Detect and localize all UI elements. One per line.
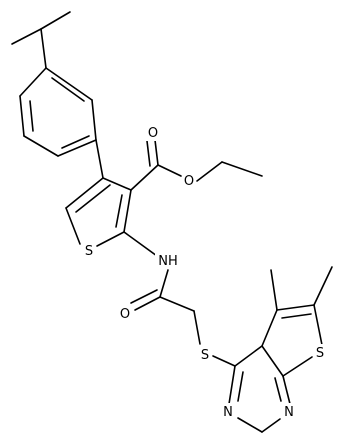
thiophene-ring (65, 177, 132, 247)
phenyl-ring (19, 67, 97, 157)
fused-thiophene-sulfur-label: S (316, 346, 324, 361)
pyrimidine-nitrogen-label: N (223, 405, 233, 420)
thiophene-sulfur-label: S (85, 244, 93, 259)
pyrimidine-ring (228, 345, 291, 433)
amide-linker (123, 231, 201, 345)
isopropyl-group (11, 11, 71, 69)
amide-nitrogen-label: NH (158, 254, 178, 269)
pyrimidine-nitrogen-label-2: N (284, 405, 294, 420)
ester-carbonyl-oxygen-label: O (148, 126, 158, 141)
ester-ether-oxygen-label: O (184, 174, 194, 189)
thioether-sulfur-label: S (201, 348, 209, 363)
thioether-bond (212, 355, 236, 367)
fused-thiophene-ring (261, 266, 333, 377)
ethyl-ester-group (130, 139, 263, 191)
atom-labels: O O S NH O S S N N (82, 124, 327, 420)
amide-oxygen-label: O (120, 307, 130, 322)
aryl-link-bond (95, 139, 104, 179)
